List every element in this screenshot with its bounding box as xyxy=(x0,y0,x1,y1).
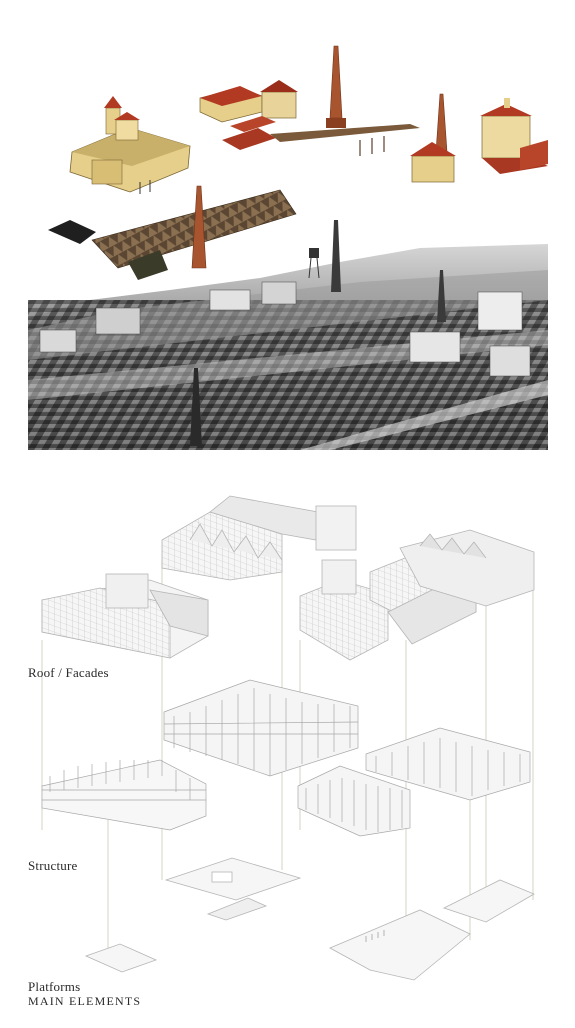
historic-building-icon xyxy=(69,96,191,194)
layer-label-structure: Structure xyxy=(28,858,78,873)
chimney-icon xyxy=(437,270,446,322)
layer-label-roof-facades: Roof / Facades xyxy=(28,665,109,680)
historic-building-icon xyxy=(480,98,548,174)
structure-layer xyxy=(41,679,531,837)
historic-building-icon xyxy=(199,80,298,150)
sawtooth-roof-icon xyxy=(48,189,297,280)
chimney-icon xyxy=(331,220,341,292)
chimney-icon xyxy=(326,45,346,128)
aerial-photo xyxy=(28,220,548,450)
layer-label-platforms: Platforms xyxy=(28,979,81,994)
platforms-layer xyxy=(84,857,535,981)
historic-building-icon xyxy=(410,142,456,183)
roof-facades-layer xyxy=(41,495,535,661)
chimney-icon xyxy=(191,185,207,269)
water-tower-icon xyxy=(308,248,320,279)
chimney-icon xyxy=(190,368,202,446)
floating-historic-buildings xyxy=(48,45,548,280)
section-title-main-elements: MAIN ELEMENTS xyxy=(28,994,142,1008)
chimney-icon xyxy=(435,93,448,153)
